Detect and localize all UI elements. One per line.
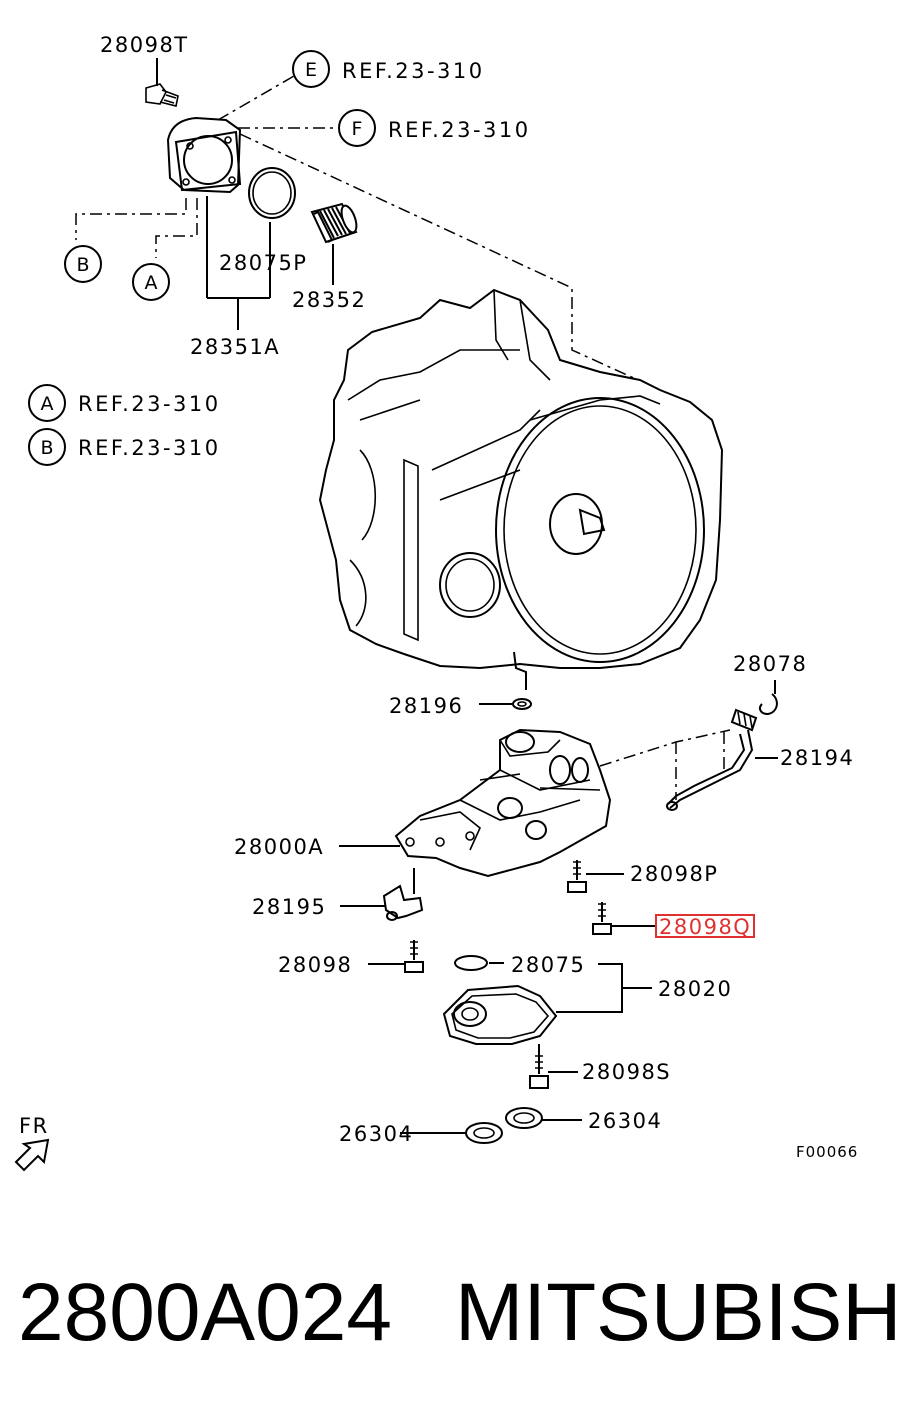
washer-26304-right-drawing xyxy=(505,1107,543,1129)
ref-letter-E: E xyxy=(305,59,317,81)
washer-26304-left-drawing xyxy=(465,1122,503,1144)
bolt-28098T-drawing xyxy=(145,58,179,107)
label-28075: 28075 xyxy=(511,953,585,977)
front-direction-indicator: FR xyxy=(14,1114,50,1172)
label-28196: 28196 xyxy=(389,694,463,718)
callout-letter-a: A xyxy=(145,272,158,294)
transmission-case-drawing xyxy=(318,288,724,690)
footer-brand: MITSUBISHI xyxy=(455,1267,909,1358)
footer-part-number: 2800A024 xyxy=(18,1267,392,1358)
filter-28352-drawing xyxy=(310,202,358,244)
ref-letter-F: F xyxy=(352,118,363,140)
callout-letter-b: B xyxy=(76,254,89,276)
ref-callout-E: E REF.23-310 xyxy=(292,50,485,88)
leader-lines xyxy=(339,845,656,1134)
bolt-28098Q-drawing xyxy=(592,902,612,935)
label-28020: 28020 xyxy=(658,977,732,1001)
o-ring-28075P-drawing xyxy=(248,167,296,219)
bracket-28195-drawing xyxy=(382,868,424,921)
dashed-leader-harness xyxy=(599,729,731,800)
highlight-box xyxy=(655,914,755,938)
callout-b: B xyxy=(64,245,102,283)
bolt-28098S-drawing xyxy=(529,1044,549,1089)
ref-callout-A: A REF.23-310 xyxy=(28,384,221,422)
ref-callout-B: B REF.23-310 xyxy=(28,428,221,466)
harness-28194-drawing xyxy=(666,708,778,811)
gasket-28196-drawing xyxy=(479,698,532,710)
label-28098: 28098 xyxy=(278,953,352,977)
clip-28078-drawing xyxy=(759,680,778,716)
ref-text-E: REF.23-310 xyxy=(342,59,485,83)
label-28098T: 28098T xyxy=(100,33,189,57)
label-28352: 28352 xyxy=(292,288,366,312)
label-26304-left: 26304 xyxy=(339,1122,413,1146)
label-28075P: 28075P xyxy=(219,251,307,275)
callout-a: A xyxy=(132,263,170,301)
label-28098Q: 28098Q xyxy=(659,915,751,939)
ref-text-A: REF.23-310 xyxy=(78,392,221,416)
label-28098S: 28098S xyxy=(582,1060,671,1084)
figure-code: F00066 xyxy=(796,1143,858,1161)
label-26304-right: 26304 xyxy=(588,1109,662,1133)
bolt-28098-drawing xyxy=(404,940,424,973)
o-ring-28075-drawing xyxy=(454,955,488,971)
ref-text-F: REF.23-310 xyxy=(388,118,531,142)
highlighted-part-28098Q[interactable]: 28098Q xyxy=(655,914,755,939)
ref-letter-A: A xyxy=(41,393,54,415)
label-28194: 28194 xyxy=(780,746,854,770)
valve-body-28000A-drawing xyxy=(394,728,612,878)
oil-pan-28020-drawing xyxy=(442,984,558,1045)
label-28351A: 28351A xyxy=(190,335,280,359)
ref-callout-F: F REF.23-310 xyxy=(338,109,531,147)
cover-plate-drawing xyxy=(166,116,242,194)
front-arrow-icon xyxy=(14,1138,50,1172)
ref-text-B: REF.23-310 xyxy=(78,436,221,460)
label-28195: 28195 xyxy=(252,895,326,919)
ref-letter-B: B xyxy=(40,437,53,459)
bolt-28098P-drawing xyxy=(567,860,587,893)
bracket-28351A-lines xyxy=(206,196,334,330)
label-28000A: 28000A xyxy=(234,835,324,859)
label-28098P: 28098P xyxy=(630,862,718,886)
label-28078: 28078 xyxy=(733,652,807,676)
front-direction-label: FR xyxy=(19,1114,49,1138)
dashed-leaders-top xyxy=(75,75,661,391)
